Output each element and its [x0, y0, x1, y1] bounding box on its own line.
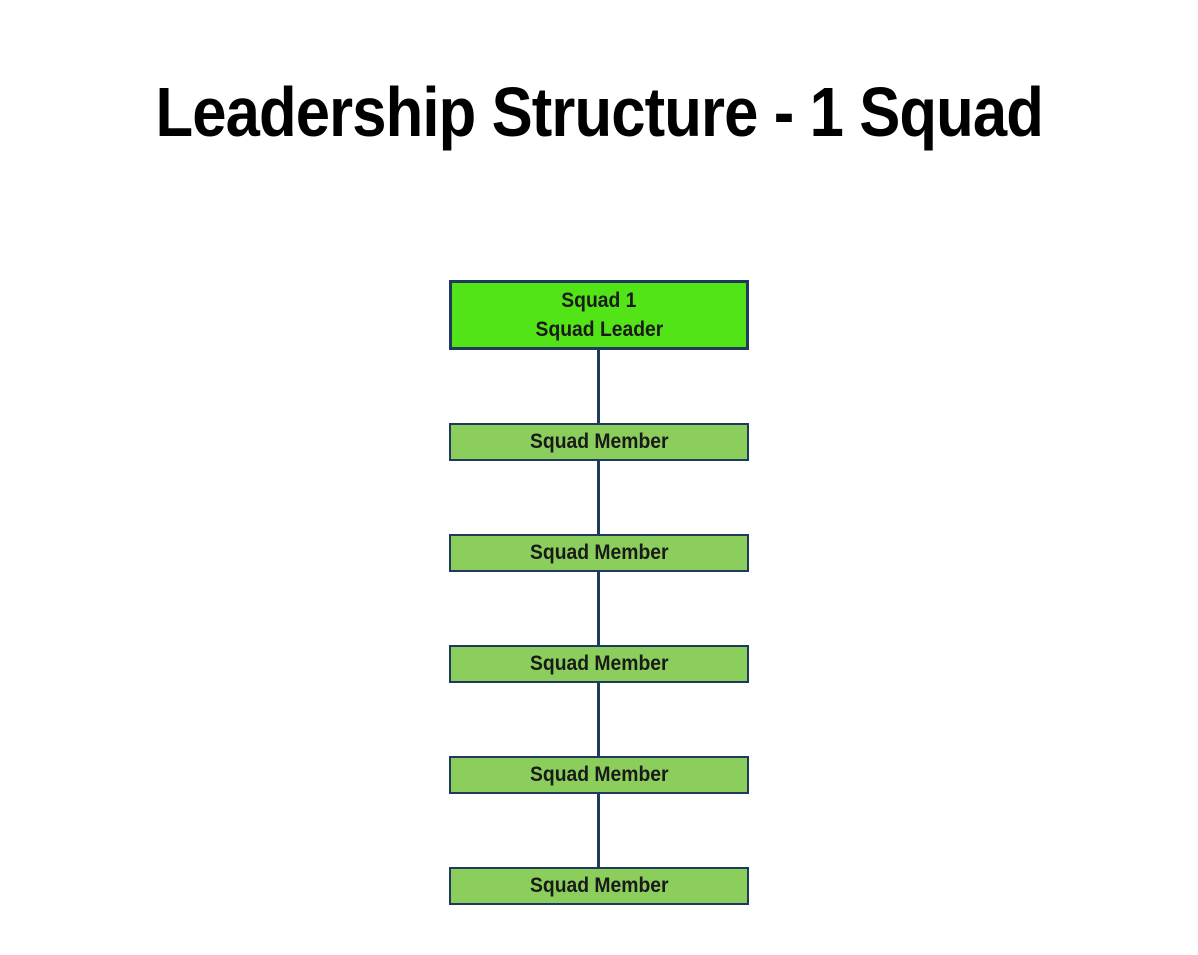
- squad-member-node: Squad Member: [449, 423, 749, 461]
- squad-member-node: Squad Member: [449, 645, 749, 683]
- squad-member-label: Squad Member: [529, 874, 669, 897]
- squad-member-label: Squad Member: [529, 541, 669, 564]
- squad-leader-title: Squad 1: [561, 289, 637, 312]
- page-title-text: Leadership Structure - 1 Squad: [155, 73, 1043, 151]
- squad-leader-node: Squad 1 Squad Leader: [449, 280, 749, 350]
- squad-member-node: Squad Member: [449, 534, 749, 572]
- squad-member-label: Squad Member: [529, 763, 669, 786]
- squad-member-node: Squad Member: [449, 867, 749, 905]
- connector-line: [597, 348, 600, 883]
- squad-leader-role: Squad Leader: [535, 318, 663, 341]
- squad-member-label: Squad Member: [529, 652, 669, 675]
- page-title: Leadership Structure - 1 Squad: [0, 72, 1198, 152]
- squad-member-label: Squad Member: [529, 430, 669, 453]
- squad-member-node: Squad Member: [449, 756, 749, 794]
